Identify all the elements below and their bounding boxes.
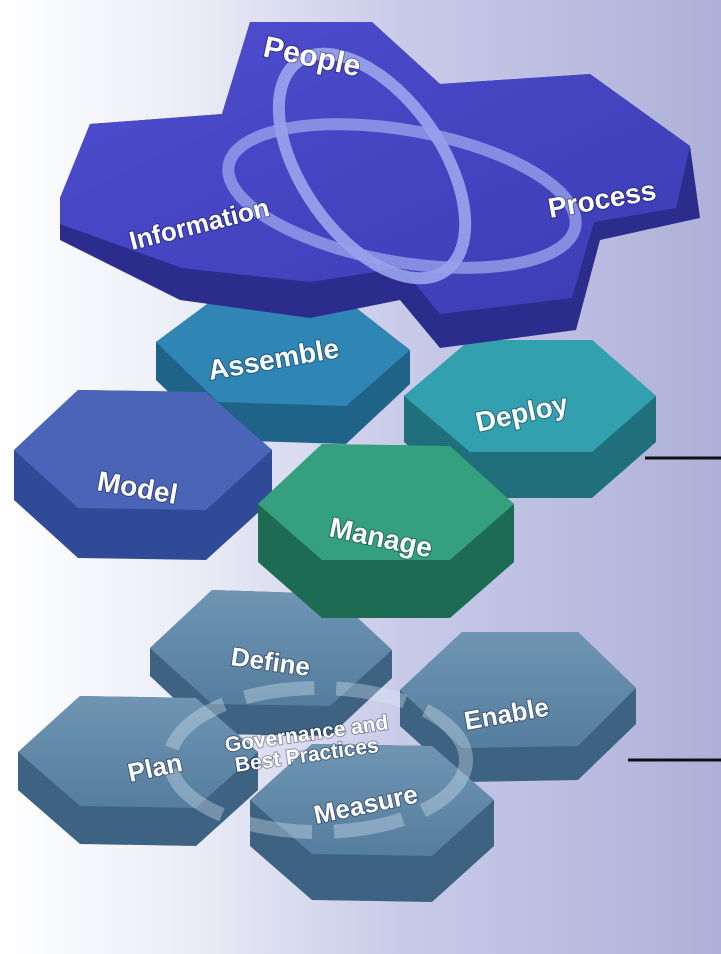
top-cluster-face — [60, 22, 690, 314]
top-hex-group — [60, 22, 700, 348]
governance-hex-group — [18, 590, 636, 902]
measure-hexagon — [250, 744, 494, 902]
deploy-hexagon — [404, 340, 656, 498]
manage-hexagon — [258, 444, 514, 618]
governance-ring — [163, 681, 473, 839]
define-hexagon — [150, 590, 392, 736]
information-process-ring — [222, 118, 582, 274]
plan-hexagon — [18, 696, 258, 846]
enable-hexagon — [400, 632, 636, 782]
lifecycle-hex-group — [14, 296, 656, 618]
model-hexagon — [14, 390, 272, 560]
plan-label: Plan — [125, 747, 185, 788]
